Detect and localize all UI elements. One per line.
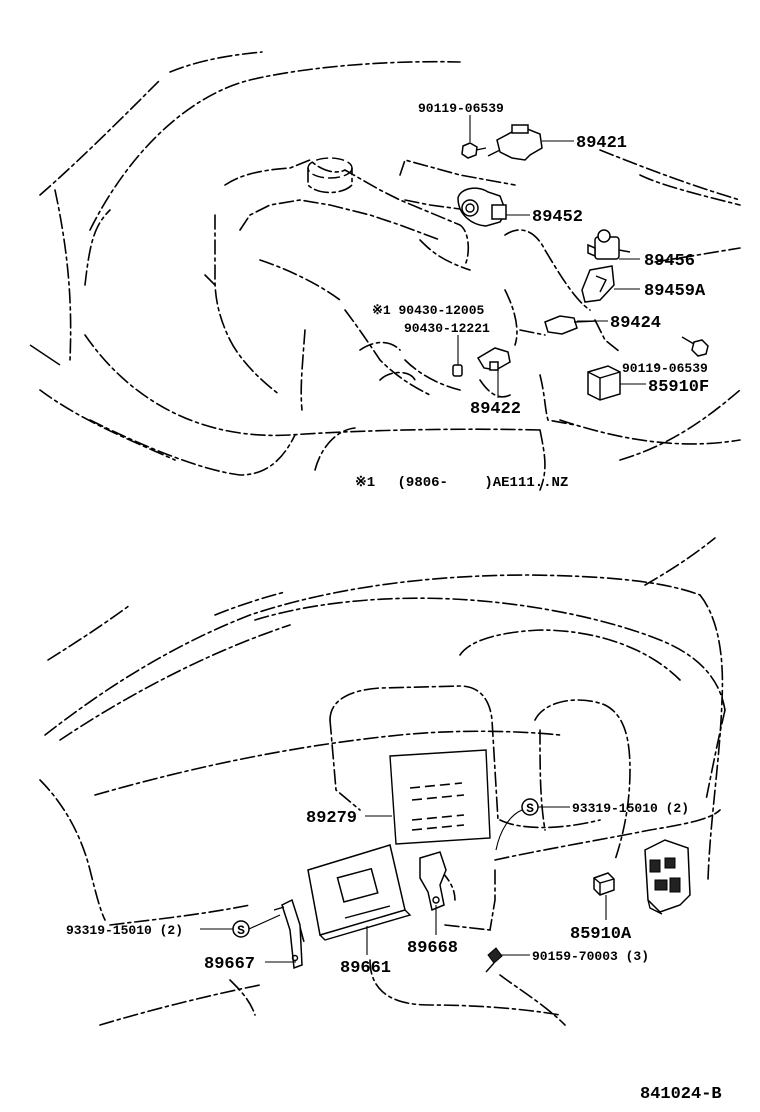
- part-89452-throttle-sensor: [457, 187, 507, 227]
- svg-text:S: S: [237, 923, 245, 938]
- label-85910A: 85910A: [570, 925, 632, 944]
- part-89421-vsv: [487, 124, 543, 161]
- label-93319-15010-left: 93319-15010 (2): [66, 923, 183, 938]
- part-89459A-bracket: [581, 265, 615, 303]
- part-89422-sensor: [476, 347, 511, 371]
- leader-lines-top: [457, 115, 658, 398]
- part-89424-sensor: [544, 315, 597, 335]
- label-90159-70003: 90159-70003 (3): [532, 949, 649, 964]
- label-90119-06539-right: 90119-06539: [622, 361, 708, 376]
- part-89667-bracket: [273, 898, 303, 970]
- label-note-ae111: ※1 (9806- )AE111..NZ: [355, 475, 568, 491]
- part-labels: 90119-06539 89421 89452 89456 89459A ※1 …: [66, 101, 722, 1104]
- label-89668: 89668: [407, 939, 458, 958]
- part-89456-vsv: [587, 229, 631, 260]
- part-90430-gasket: [452, 364, 463, 377]
- label-89456: 89456: [644, 252, 695, 271]
- s-symbol-left: S: [232, 920, 250, 938]
- label-89421: 89421: [576, 134, 627, 153]
- label-93319-15010-right: 93319-15010 (2): [572, 801, 689, 816]
- part-85910F-relay: [587, 365, 621, 401]
- label-89279: 89279: [306, 809, 357, 828]
- part-89661-ecu: [307, 844, 412, 941]
- label-89667: 89667: [204, 955, 255, 974]
- label-90430-12005: ※1 90430-12005: [372, 303, 485, 318]
- part-90119-bolt-right: [681, 336, 709, 357]
- s-symbol-right: S: [521, 798, 539, 816]
- label-89452: 89452: [532, 208, 583, 227]
- label-85910F: 85910F: [648, 378, 709, 397]
- part-90119-bolt-top: [461, 142, 487, 159]
- label-89459A: 89459A: [644, 282, 706, 301]
- leader-lines-bottom: [200, 806, 607, 963]
- part-90159-bolt: [485, 947, 503, 973]
- label-90430-12221: 90430-12221: [404, 321, 490, 336]
- engine-bay-outline: [29, 51, 741, 491]
- svg-text:S: S: [526, 801, 534, 816]
- diagram-id: 841024-B: [640, 1085, 722, 1104]
- label-89422: 89422: [470, 400, 521, 419]
- part-relay-block: [644, 839, 691, 915]
- dashboard-outline: [39, 537, 726, 1026]
- part-85910A-relay: [593, 872, 615, 896]
- label-90119-06539-top: 90119-06539: [418, 101, 504, 116]
- part-89668-bracket: [419, 851, 447, 912]
- part-89279-display: [389, 749, 491, 845]
- label-89424: 89424: [610, 314, 661, 333]
- label-89661: 89661: [340, 959, 391, 978]
